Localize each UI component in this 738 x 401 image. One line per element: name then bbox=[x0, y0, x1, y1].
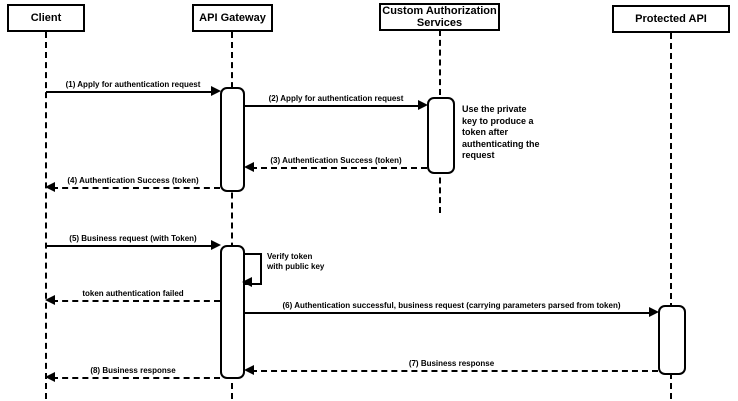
arrowhead-left-icon bbox=[45, 182, 55, 192]
message-5-label: (5) Business request (with Token) bbox=[69, 234, 197, 243]
arrowhead-left-icon bbox=[244, 162, 254, 172]
message-6-label: (6) Authentication successful, business … bbox=[282, 301, 621, 310]
actor-custom-authorization-services-label: Custom Authorization Services bbox=[382, 5, 497, 29]
message-token-authentication-failed-label: token authentication failed bbox=[82, 289, 184, 298]
lifeline-client bbox=[45, 32, 47, 399]
activation-custom-authorization-services bbox=[427, 97, 455, 174]
arrowhead-left-icon bbox=[244, 365, 254, 375]
message-4-line bbox=[52, 187, 220, 189]
actor-api-gateway: API Gateway bbox=[192, 4, 273, 32]
message-3-label: (3) Authentication Success (token) bbox=[270, 156, 402, 165]
note-private-key: Use the private key to produce a token a… bbox=[462, 104, 540, 160]
message-2-label: (2) Apply for authentication request bbox=[268, 94, 404, 103]
arrowhead-left-icon bbox=[45, 295, 55, 305]
self-message-verify-token-label: Verify token with public key bbox=[267, 252, 325, 271]
activation-protected-api bbox=[658, 305, 686, 375]
arrowhead-right-icon bbox=[211, 240, 221, 250]
activation-api-gateway-2 bbox=[220, 245, 245, 379]
message-1-line bbox=[46, 91, 214, 93]
actor-client-label: Client bbox=[30, 12, 62, 24]
actor-client: Client bbox=[7, 4, 85, 32]
self-message-verify-token-loop bbox=[242, 253, 262, 287]
message-7-line bbox=[251, 370, 658, 372]
message-1-label: (1) Apply for authentication request bbox=[65, 80, 201, 89]
actor-protected-api-label: Protected API bbox=[635, 13, 707, 25]
activation-api-gateway-1 bbox=[220, 87, 245, 192]
message-5-line bbox=[46, 245, 214, 247]
message-4-label: (4) Authentication Success (token) bbox=[67, 176, 199, 185]
lifeline-api-gateway bbox=[231, 32, 233, 399]
arrowhead-left-icon bbox=[242, 277, 252, 287]
message-6-line bbox=[245, 312, 652, 314]
message-token-authentication-failed-line bbox=[52, 300, 220, 302]
lifeline-protected-api bbox=[670, 33, 672, 399]
message-3-line bbox=[251, 167, 427, 169]
arrowhead-left-icon bbox=[45, 372, 55, 382]
message-8-label: (8) Business response bbox=[90, 366, 176, 375]
actor-protected-api: Protected API bbox=[612, 5, 730, 33]
arrowhead-right-icon bbox=[418, 100, 428, 110]
message-7-label: (7) Business response bbox=[408, 359, 495, 368]
message-8-line bbox=[52, 377, 220, 379]
arrowhead-right-icon bbox=[211, 86, 221, 96]
actor-api-gateway-label: API Gateway bbox=[199, 12, 266, 24]
message-2-line bbox=[245, 105, 421, 107]
arrowhead-right-icon bbox=[649, 307, 659, 317]
actor-custom-authorization-services: Custom Authorization Services bbox=[379, 3, 500, 31]
